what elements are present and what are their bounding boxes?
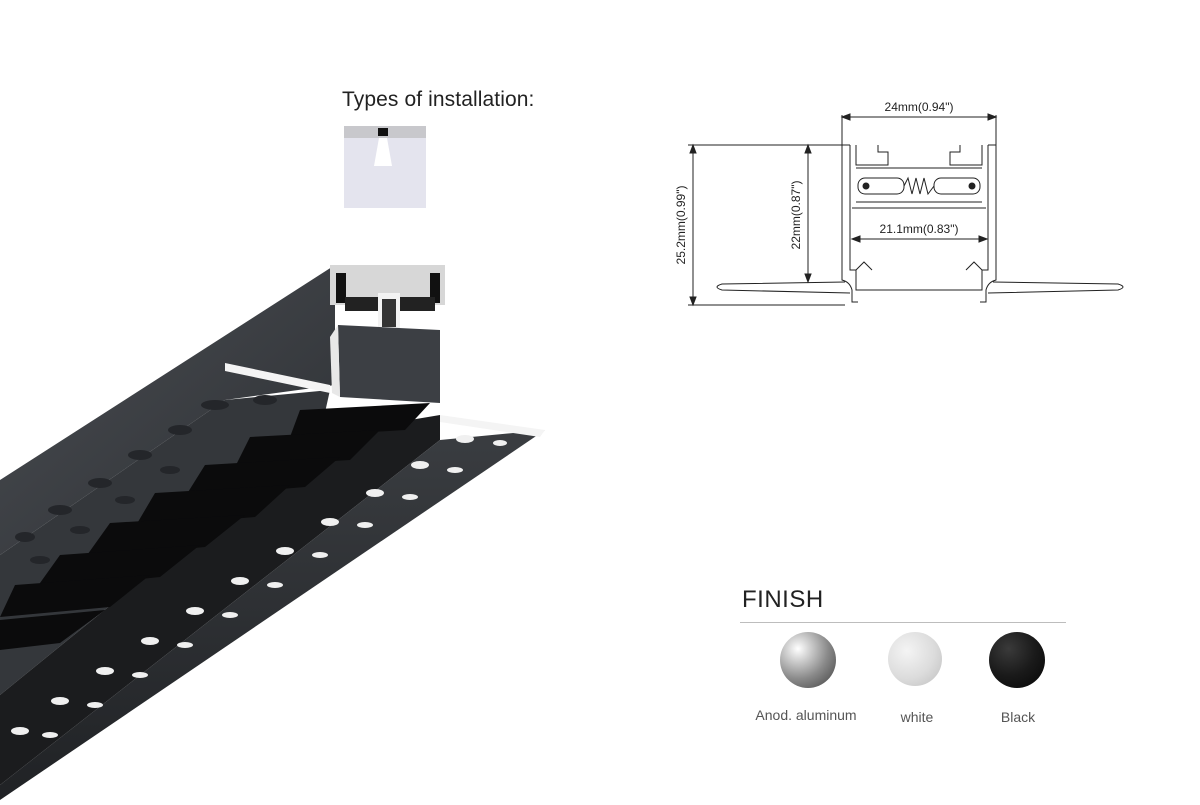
recessed-ceiling-icon xyxy=(344,126,426,208)
finish-heading: FINISH xyxy=(742,586,824,613)
finish-option-white[interactable] xyxy=(888,632,942,686)
inner-height-dimension-label: 22mm(0.87") xyxy=(789,181,803,250)
installation-title: Types of installation: xyxy=(342,88,535,111)
total-height-dimension-label: 25.2mm(0.99") xyxy=(674,186,688,265)
anodized-aluminum-swatch[interactable] xyxy=(780,632,836,688)
finish-option-black[interactable] xyxy=(989,632,1045,688)
profile-product-render xyxy=(0,225,560,800)
finish-label-anodized: Anod. aluminum xyxy=(755,707,857,723)
cross-section-drawing: 24mm(0.94") 21.1mm(0.83") 25.2mm(0.99") … xyxy=(660,90,1140,320)
finish-label-black: Black xyxy=(1000,709,1036,725)
white-swatch[interactable] xyxy=(888,632,942,686)
finish-label-white: white xyxy=(900,709,934,725)
finish-option-anodized[interactable] xyxy=(780,632,836,688)
inner-width-dimension-label: 21.1mm(0.83") xyxy=(880,222,959,236)
width-dimension-label: 24mm(0.94") xyxy=(885,100,954,114)
finish-divider xyxy=(740,622,1066,623)
black-swatch[interactable] xyxy=(989,632,1045,688)
